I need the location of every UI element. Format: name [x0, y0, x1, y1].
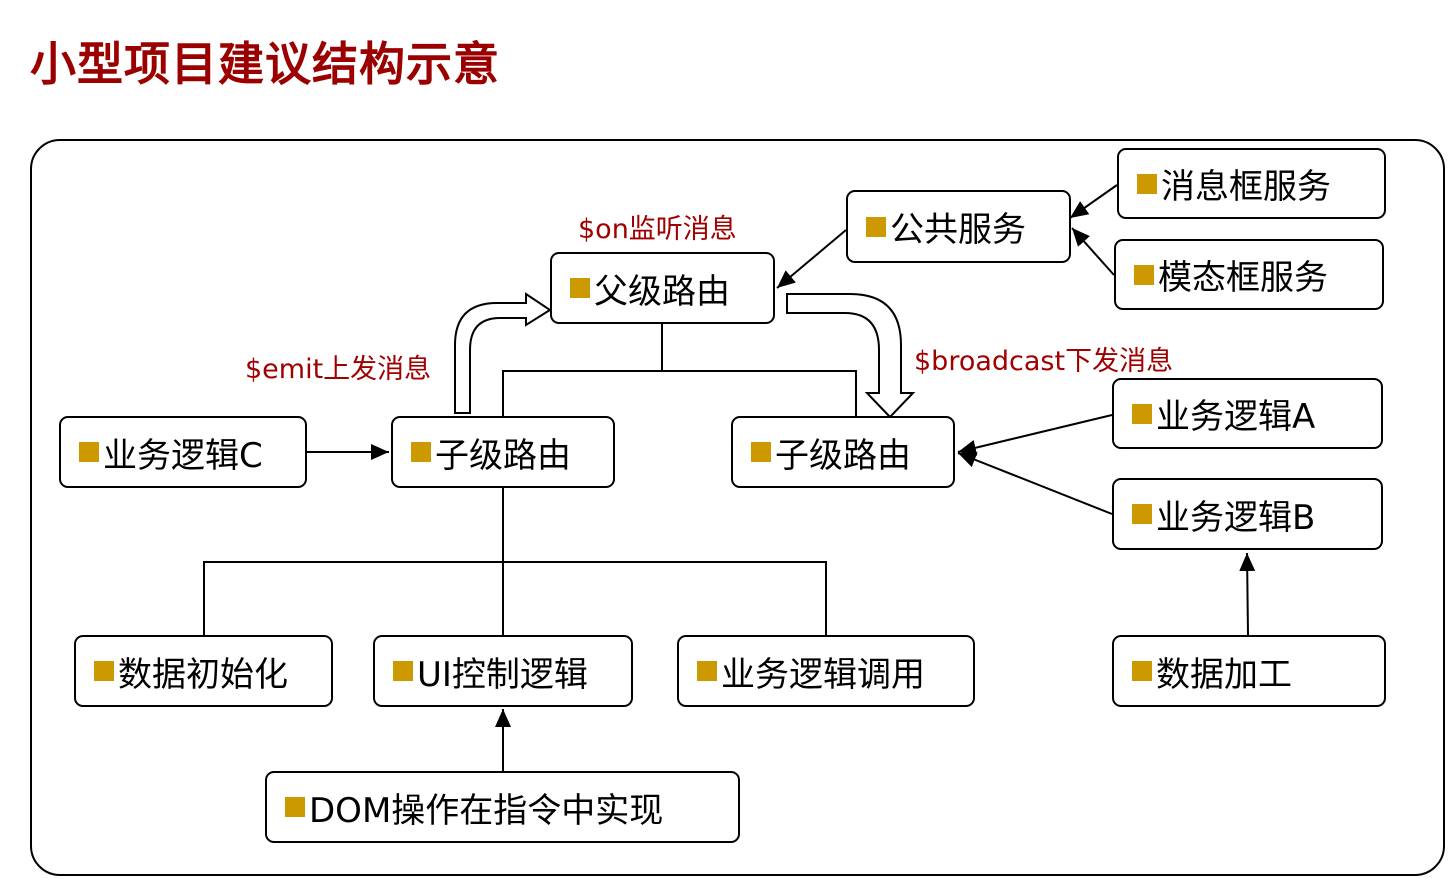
node-label: 模态框服务 [1158, 258, 1328, 298]
arrow-modal [1071, 227, 1115, 276]
tree-child [203, 488, 827, 635]
bullet-icon [1132, 403, 1152, 424]
node-label: 子级路由 [435, 435, 571, 476]
node-ui-control: UI控制逻辑 [373, 635, 633, 707]
node-label: 子级路由 [775, 435, 911, 476]
node-label: 数据加工 [1156, 654, 1292, 695]
node-logic-b: 业务逻辑B [1112, 478, 1383, 550]
diagram-frame [30, 139, 1445, 876]
node-label: 消息框服务 [1161, 167, 1331, 207]
node-data-init: 数据初始化 [74, 635, 333, 707]
node-label: 公共服务 [890, 210, 1026, 250]
bullet-icon [1137, 173, 1157, 194]
bullet-icon [1132, 661, 1152, 681]
node-label: UI控制逻辑 [417, 654, 588, 695]
node-label: 数据初始化 [118, 654, 288, 695]
bullet-icon [79, 442, 99, 462]
node-logic-c: 业务逻辑C [59, 416, 307, 488]
node-logic-call: 业务逻辑调用 [677, 635, 975, 707]
bullet-icon [94, 661, 114, 681]
bullet-icon [285, 797, 305, 817]
label-on: $on监听消息 [578, 214, 737, 245]
arrow-a [957, 414, 1113, 456]
arrow-common [776, 229, 847, 289]
node-label: 父级路由 [594, 271, 730, 312]
bullet-icon [866, 216, 886, 237]
node-child-route-left: 子级路由 [391, 416, 615, 488]
bullet-icon [411, 442, 431, 462]
bullet-icon [393, 661, 413, 681]
node-msgbox-service: 消息框服务 [1117, 148, 1386, 219]
bullet-icon [751, 442, 771, 462]
tree-parent [502, 324, 857, 416]
bullet-icon [1134, 264, 1154, 285]
arrow-proc [1239, 552, 1256, 636]
node-label: 业务逻辑A [1156, 397, 1316, 437]
node-common-service: 公共服务 [846, 190, 1071, 263]
arrow-msgbox [1069, 184, 1118, 219]
node-modal-service: 模态框服务 [1114, 239, 1384, 310]
node-child-route-right: 子级路由 [731, 416, 955, 488]
node-label: 业务逻辑C [103, 435, 263, 476]
node-label: DOM操作在指令中实现 [309, 790, 664, 831]
bullet-icon [1132, 504, 1152, 524]
page-title: 小型项目建议结构示意 [30, 37, 500, 91]
node-label: 业务逻辑调用 [721, 654, 925, 695]
broadcast-hollow-arrow [786, 293, 916, 419]
node-logic-a: 业务逻辑A [1112, 378, 1383, 449]
arrow-b [957, 452, 1113, 515]
node-label: 业务逻辑B [1156, 497, 1316, 538]
label-emit: $emit上发消息 [245, 354, 432, 385]
node-parent-route: 父级路由 [550, 252, 775, 324]
node-dom-directive: DOM操作在指令中实现 [265, 771, 740, 843]
label-broadcast: $broadcast下发消息 [914, 346, 1174, 377]
node-data-processing: 数据加工 [1112, 635, 1386, 707]
bullet-icon [570, 278, 590, 298]
bullet-icon [697, 661, 717, 681]
